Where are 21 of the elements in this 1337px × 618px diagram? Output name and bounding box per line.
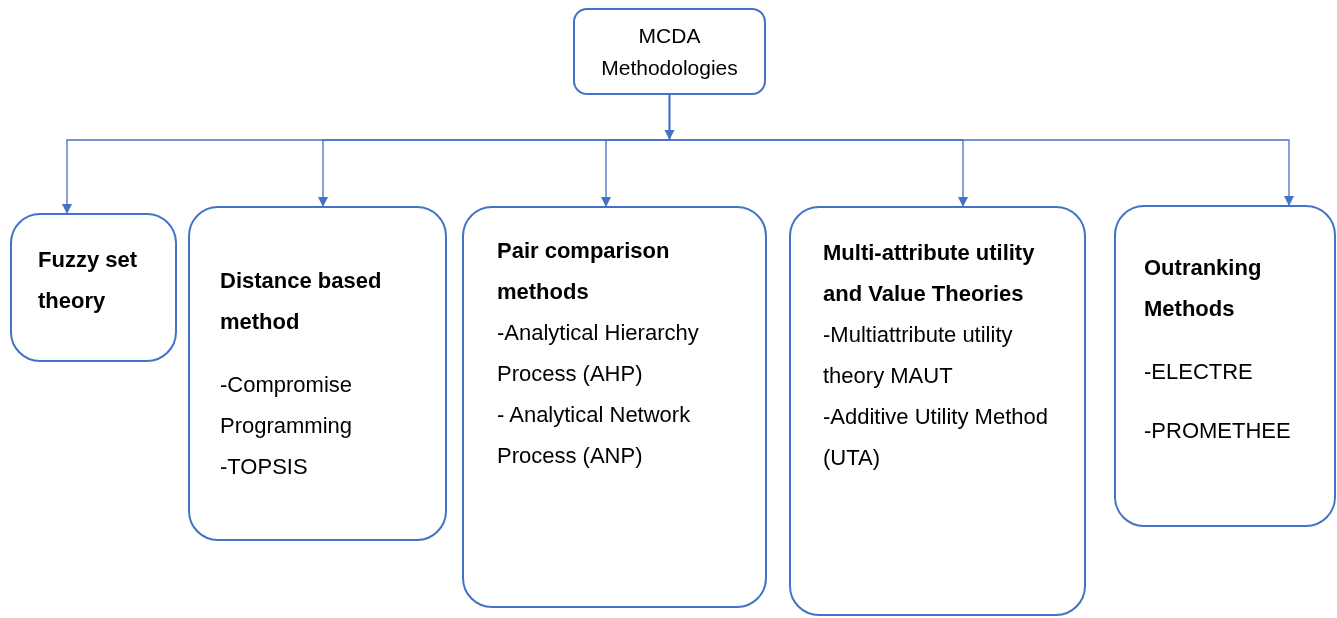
category-heading: Distance based method [220,267,383,336]
method-item: -Additive Utility Method (UTA) [823,403,1049,472]
category-heading: Multi-attribute utility and Value Theories [823,239,1036,308]
connector-arrow [668,94,1294,206]
node-title: MCDA Methodologies [600,23,739,81]
category-heading: Fuzzy set theory [38,246,139,315]
category-box [188,206,447,541]
method-item: -PROMETHEE [1144,417,1292,445]
method-item: -ELECTRE [1144,358,1254,386]
method-item: -TOPSIS [220,453,309,481]
method-item: -Analytical Hierarchy Process (AHP) [497,319,700,388]
root-box [573,8,766,95]
category-box [1114,205,1336,527]
category-heading: Pair comparison methods [497,237,671,306]
category-box [462,206,767,608]
category-heading: Outranking Methods [1144,254,1263,323]
category-box [789,206,1086,616]
method-item: -Multiattribute utility theory MAUT [823,321,1014,390]
method-item: - Analytical Network Process (ANP) [497,401,692,470]
method-item: -Compromise Programming [220,371,354,440]
category-box [10,213,177,362]
